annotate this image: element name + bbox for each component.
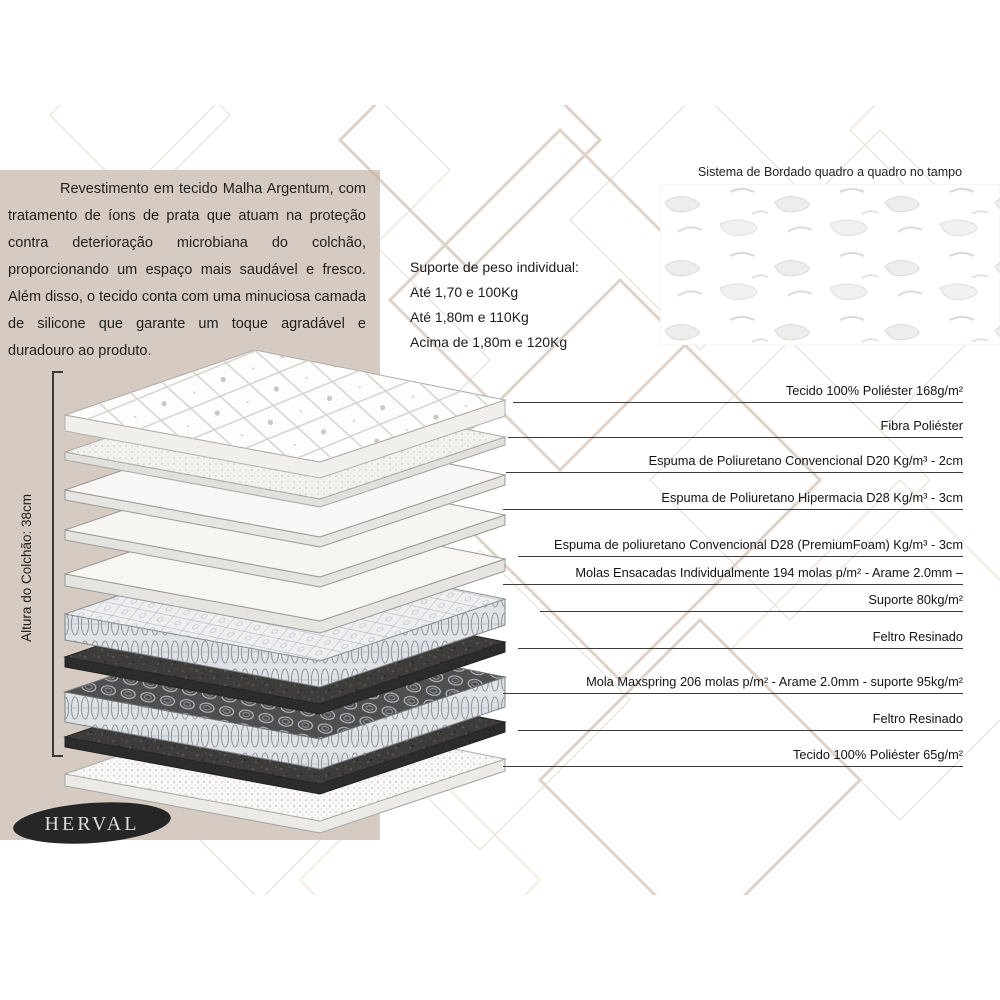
mattress-layers-diagram xyxy=(63,349,507,834)
layer-label: Fibra Poliéster xyxy=(508,418,963,438)
weight-support-option: Acima de 1,80m e 120Kg xyxy=(410,334,568,350)
layer-label: Feltro Resinado xyxy=(518,711,963,731)
weight-support-option: Até 1,80m e 110Kg xyxy=(410,309,529,325)
weight-support-option: Até 1,70 e 100Kg xyxy=(410,284,519,300)
layer-tecido-top-quilted xyxy=(63,349,507,479)
layer-label: Mola Maxspring 206 molas p/m² - Arame 2.… xyxy=(503,674,963,694)
layer-label: Molas Ensacadas Individualmente 194 mola… xyxy=(503,565,963,585)
layer-label: Suporte 80kg/m² xyxy=(540,592,963,612)
height-bracket-tick-bottom xyxy=(52,755,63,757)
weight-support: Suporte de peso individual: Até 1,70 e 1… xyxy=(410,256,650,356)
embroidery-title: Sistema de Bordado quadro a quadro no ta… xyxy=(697,165,963,179)
layer-label: Espuma de poliuretano Convencional D28 (… xyxy=(518,537,963,557)
brand-logo: HERVAL xyxy=(13,802,171,844)
layer-label: Feltro Resinado xyxy=(518,629,963,649)
layer-label: Espuma de Poliuretano Hipermacia D28 Kg/… xyxy=(503,490,963,510)
brand-name: HERVAL xyxy=(45,813,140,835)
intro-text: Revestimento em tecido Malha Argentum, c… xyxy=(8,181,366,359)
fabric-swatch xyxy=(660,184,1000,345)
height-bracket-tick-top xyxy=(52,371,63,373)
layer-label: Tecido 100% Poliéster 168g/m² xyxy=(513,383,963,403)
layer-label: Tecido 100% Poliéster 65g/m² xyxy=(503,747,963,767)
weight-support-title: Suporte de peso individual: xyxy=(410,259,579,275)
height-bracket-line xyxy=(52,372,54,756)
mattress-height-label: Altura do Colchão: 38cm xyxy=(18,494,34,642)
layer-label: Espuma de Poliuretano Convencional D20 K… xyxy=(506,453,963,473)
